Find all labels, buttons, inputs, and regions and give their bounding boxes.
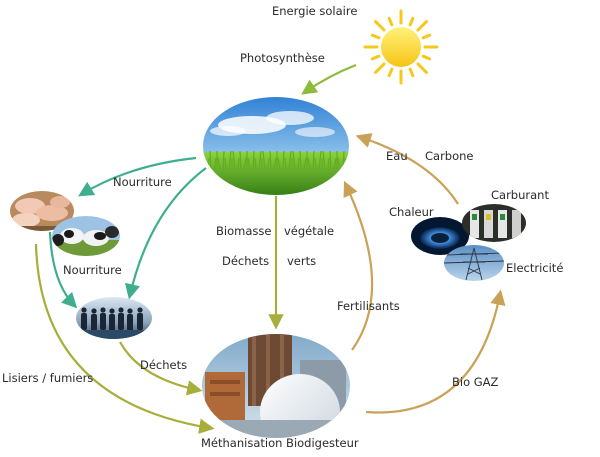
animals-to-people-arrow: [48, 231, 78, 309]
grass-to-pigs-arrow: [78, 156, 197, 197]
biodigester-image: [202, 334, 350, 438]
fuel-pumps-image: [462, 204, 526, 242]
label-fertilizers: Fertilisants: [337, 299, 400, 313]
label-biomass: Biomasse: [216, 224, 272, 238]
grass-field-image: [203, 97, 349, 195]
label-green: verts: [287, 254, 317, 268]
photosynthesis-arrow: [301, 63, 357, 95]
power-pylon-image: [444, 245, 504, 281]
people-image: [76, 297, 152, 339]
label-solar-energy: Energie solaire: [272, 4, 358, 18]
label-biogas: Bio GAZ: [452, 375, 499, 389]
label-photosynthesis: Photosynthèse: [240, 51, 325, 65]
label-carbon: Carbone: [425, 149, 474, 163]
label-manure: Lisiers / fumiers: [2, 371, 94, 385]
label-electricity: Electricité: [506, 261, 564, 275]
label-waste-people: Déchets: [140, 358, 188, 372]
water-carbon-arrow: [355, 133, 459, 205]
label-heat: Chaleur: [389, 205, 434, 219]
fertilizers-arrow: [343, 180, 374, 351]
sun-icon: [363, 9, 439, 85]
label-vegetal: végétale: [284, 224, 335, 238]
label-food-animals: Nourriture: [113, 175, 172, 189]
label-green-waste: Déchets: [222, 254, 270, 268]
pigs-image: [10, 191, 74, 231]
grass-to-people-arrow: [124, 167, 207, 300]
label-fuel: Carburant: [491, 188, 549, 202]
label-water: Eau: [386, 149, 408, 163]
cows-image: [52, 216, 120, 256]
biogas-arrow: [365, 289, 506, 414]
label-digester: Méthanisation Biodigesteur: [201, 436, 359, 450]
manure-arrow: [34, 243, 215, 434]
label-food-people: Nourriture: [63, 263, 122, 277]
people-to-digester-arrow: [119, 341, 203, 396]
